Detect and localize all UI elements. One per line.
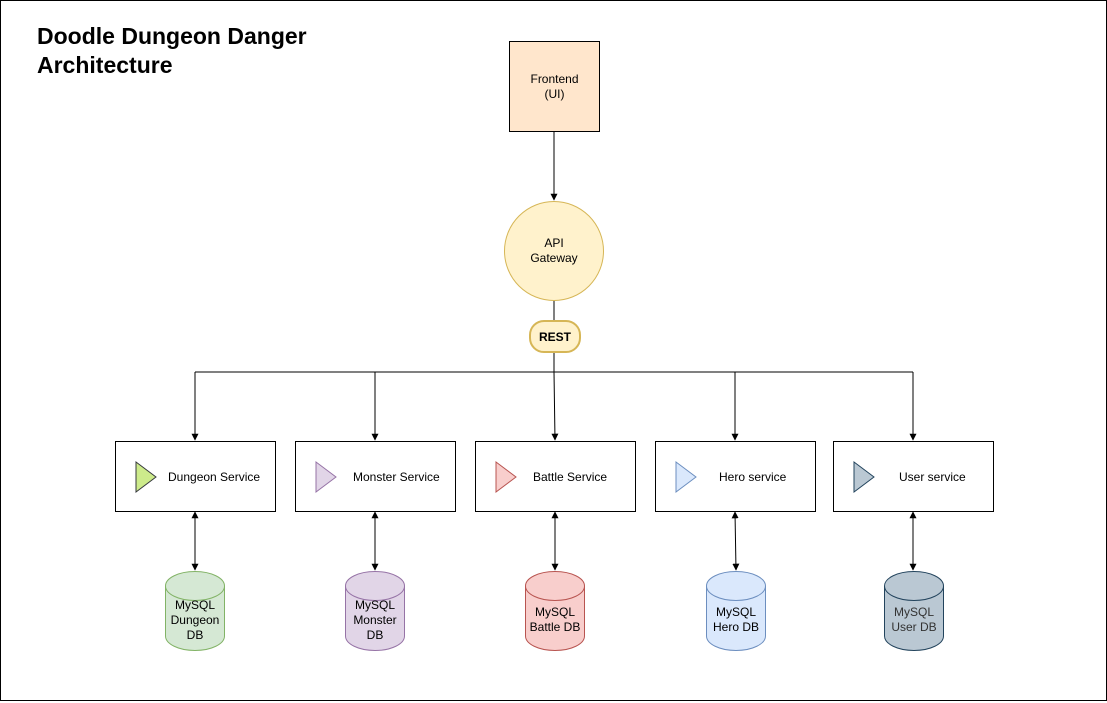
- diagram-title: Doodle Dungeon Danger Architecture: [37, 22, 307, 80]
- gateway-label-line-2: Gateway: [530, 251, 578, 265]
- rest-protocol-badge: REST: [529, 320, 581, 353]
- bus-to-battle-arrow: [551, 371, 559, 441]
- title-line-1: Doodle Dungeon Danger: [37, 23, 307, 49]
- service-node[interactable]: Monster Service: [295, 441, 456, 512]
- database-label-line: MySQL: [534, 605, 575, 619]
- play-triangle-icon: [675, 461, 697, 493]
- database-cylinder-icon: [706, 571, 766, 651]
- play-triangle-icon: [853, 461, 875, 493]
- database-cylinder-icon: [525, 571, 585, 651]
- frontend-label-line-1: Frontend: [530, 71, 579, 86]
- service-label: User service: [899, 469, 966, 484]
- database-label-line: MySQL: [174, 597, 215, 612]
- database-label-line: User DB: [891, 620, 937, 634]
- database-label-line: MySQL: [715, 605, 756, 619]
- api-gateway-node[interactable]: API Gateway: [504, 201, 604, 301]
- hero-db-link: [731, 511, 740, 571]
- database-label-line: Dungeon: [170, 612, 220, 627]
- database-cylinder-icon: [165, 571, 225, 651]
- database-label-line: MySQL: [354, 597, 395, 612]
- play-triangle-icon: [135, 461, 157, 493]
- database-label-line: Monster: [353, 612, 397, 627]
- frontend-label-line-2: (UI): [544, 86, 565, 101]
- service-label: Dungeon Service: [168, 469, 261, 484]
- database-label-line: Hero DB: [712, 620, 759, 634]
- database-label-line: DB: [186, 627, 204, 642]
- service-label: Hero service: [719, 469, 787, 484]
- title-line-2: Architecture: [37, 52, 173, 78]
- database-label-line: DB: [366, 627, 384, 642]
- play-triangle-icon: [315, 461, 337, 493]
- gateway-label: API Gateway: [530, 236, 577, 266]
- frontend-node[interactable]: Frontend (UI): [509, 41, 600, 132]
- database-label-line: Battle DB: [529, 620, 581, 634]
- play-triangle-icon: [495, 461, 517, 493]
- service-label: Battle Service: [533, 469, 608, 484]
- database-label-line: MySQL: [893, 605, 934, 619]
- service-node[interactable]: Battle Service: [475, 441, 636, 512]
- service-node[interactable]: Dungeon Service: [115, 441, 276, 512]
- database-cylinder-icon: [345, 571, 405, 651]
- service-label: Monster Service: [353, 469, 440, 484]
- database-cylinder-icon: [884, 571, 944, 651]
- service-node[interactable]: Hero service: [655, 441, 816, 512]
- gateway-label-line-1: API: [544, 236, 564, 250]
- frontend-label: Frontend (UI): [530, 72, 578, 102]
- service-node[interactable]: User service: [833, 441, 994, 512]
